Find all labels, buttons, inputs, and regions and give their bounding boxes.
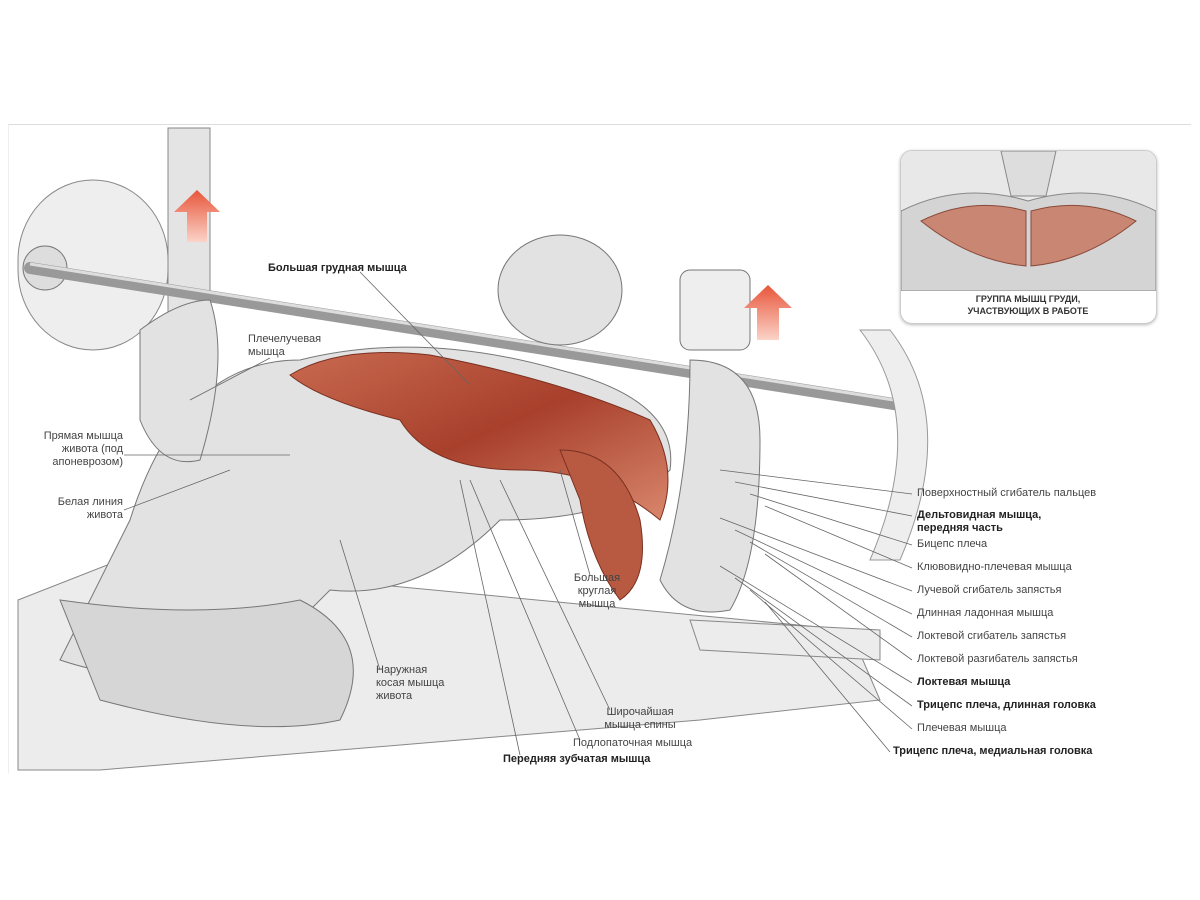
chest-inset-illustration	[901, 151, 1156, 292]
label-latissimus: Широчайшая мышца спины	[604, 706, 676, 731]
inset-caption: ГРУППА МЫШЦ ГРУДИ, УЧАСТВУЮЩИХ В РАБОТЕ	[967, 294, 1089, 316]
label-right-4: Клювовидно-плечевая мышца	[917, 561, 1072, 573]
leader-line	[764, 505, 913, 569]
leader-line	[764, 553, 913, 661]
label-right-6: Длинная ладонная мышца	[917, 607, 1054, 619]
label-right-9: Локтевая мышца	[917, 676, 1011, 688]
leader-line	[719, 517, 913, 592]
label-serratus-anterior: Передняя зубчатая мышца	[503, 753, 651, 765]
leader-line	[749, 541, 913, 638]
leader-lines	[123, 271, 913, 756]
leader-line	[749, 493, 913, 546]
leader-line	[734, 529, 913, 615]
label-right-8: Локтевой разгибатель запястья	[917, 653, 1078, 665]
illustration-frame	[8, 124, 1191, 773]
label-external-oblique: Наружная косая мышца живота	[376, 664, 445, 702]
label-right-3: Бицепс плеча	[917, 538, 988, 550]
label-right-10: Трицепс плеча, длинная головка	[917, 699, 1096, 711]
label-right-5: Лучевой сгибатель запястья	[917, 584, 1062, 596]
leader-line	[764, 601, 891, 753]
label-right-1: Поверхностный сгибатель пальцев	[917, 487, 1097, 499]
leader-line	[719, 565, 913, 684]
deltoid-muscle	[559, 449, 643, 601]
label-linea-alba: Белая линия живота	[57, 496, 123, 521]
label-right-7: Локтевой сгибатель запястья	[917, 630, 1067, 642]
label-subscapularis: Подлопаточная мышца	[573, 737, 693, 749]
leader-line	[734, 481, 913, 517]
label-right-11: Плечевая мышца	[917, 722, 1007, 734]
leader-line	[719, 469, 913, 495]
up-arrow-icon	[744, 285, 792, 340]
leader-line	[734, 577, 913, 707]
chest-muscles-inset: ГРУППА МЫШЦ ГРУДИ, УЧАСТВУЮЩИХ В РАБОТЕ	[900, 150, 1157, 324]
label-right-12: Трицепс плеча, медиальная головка	[893, 745, 1093, 757]
label-brachioradialis: Плечелучевая мышца	[248, 333, 322, 358]
label-rectus-abdominis: Прямая мышца живота (под апоневрозом)	[43, 430, 123, 468]
barbell	[24, 262, 929, 561]
leader-line	[749, 589, 913, 730]
label-teres-major: Большая круглая мышца	[573, 572, 621, 610]
label-right-2: Дельтовидная мышца, передняя часть	[917, 509, 1042, 534]
pectoral-muscle	[289, 352, 669, 521]
label-pectoralis-major: Большая грудная мышца	[268, 262, 407, 274]
up-arrow-icon	[174, 190, 220, 242]
